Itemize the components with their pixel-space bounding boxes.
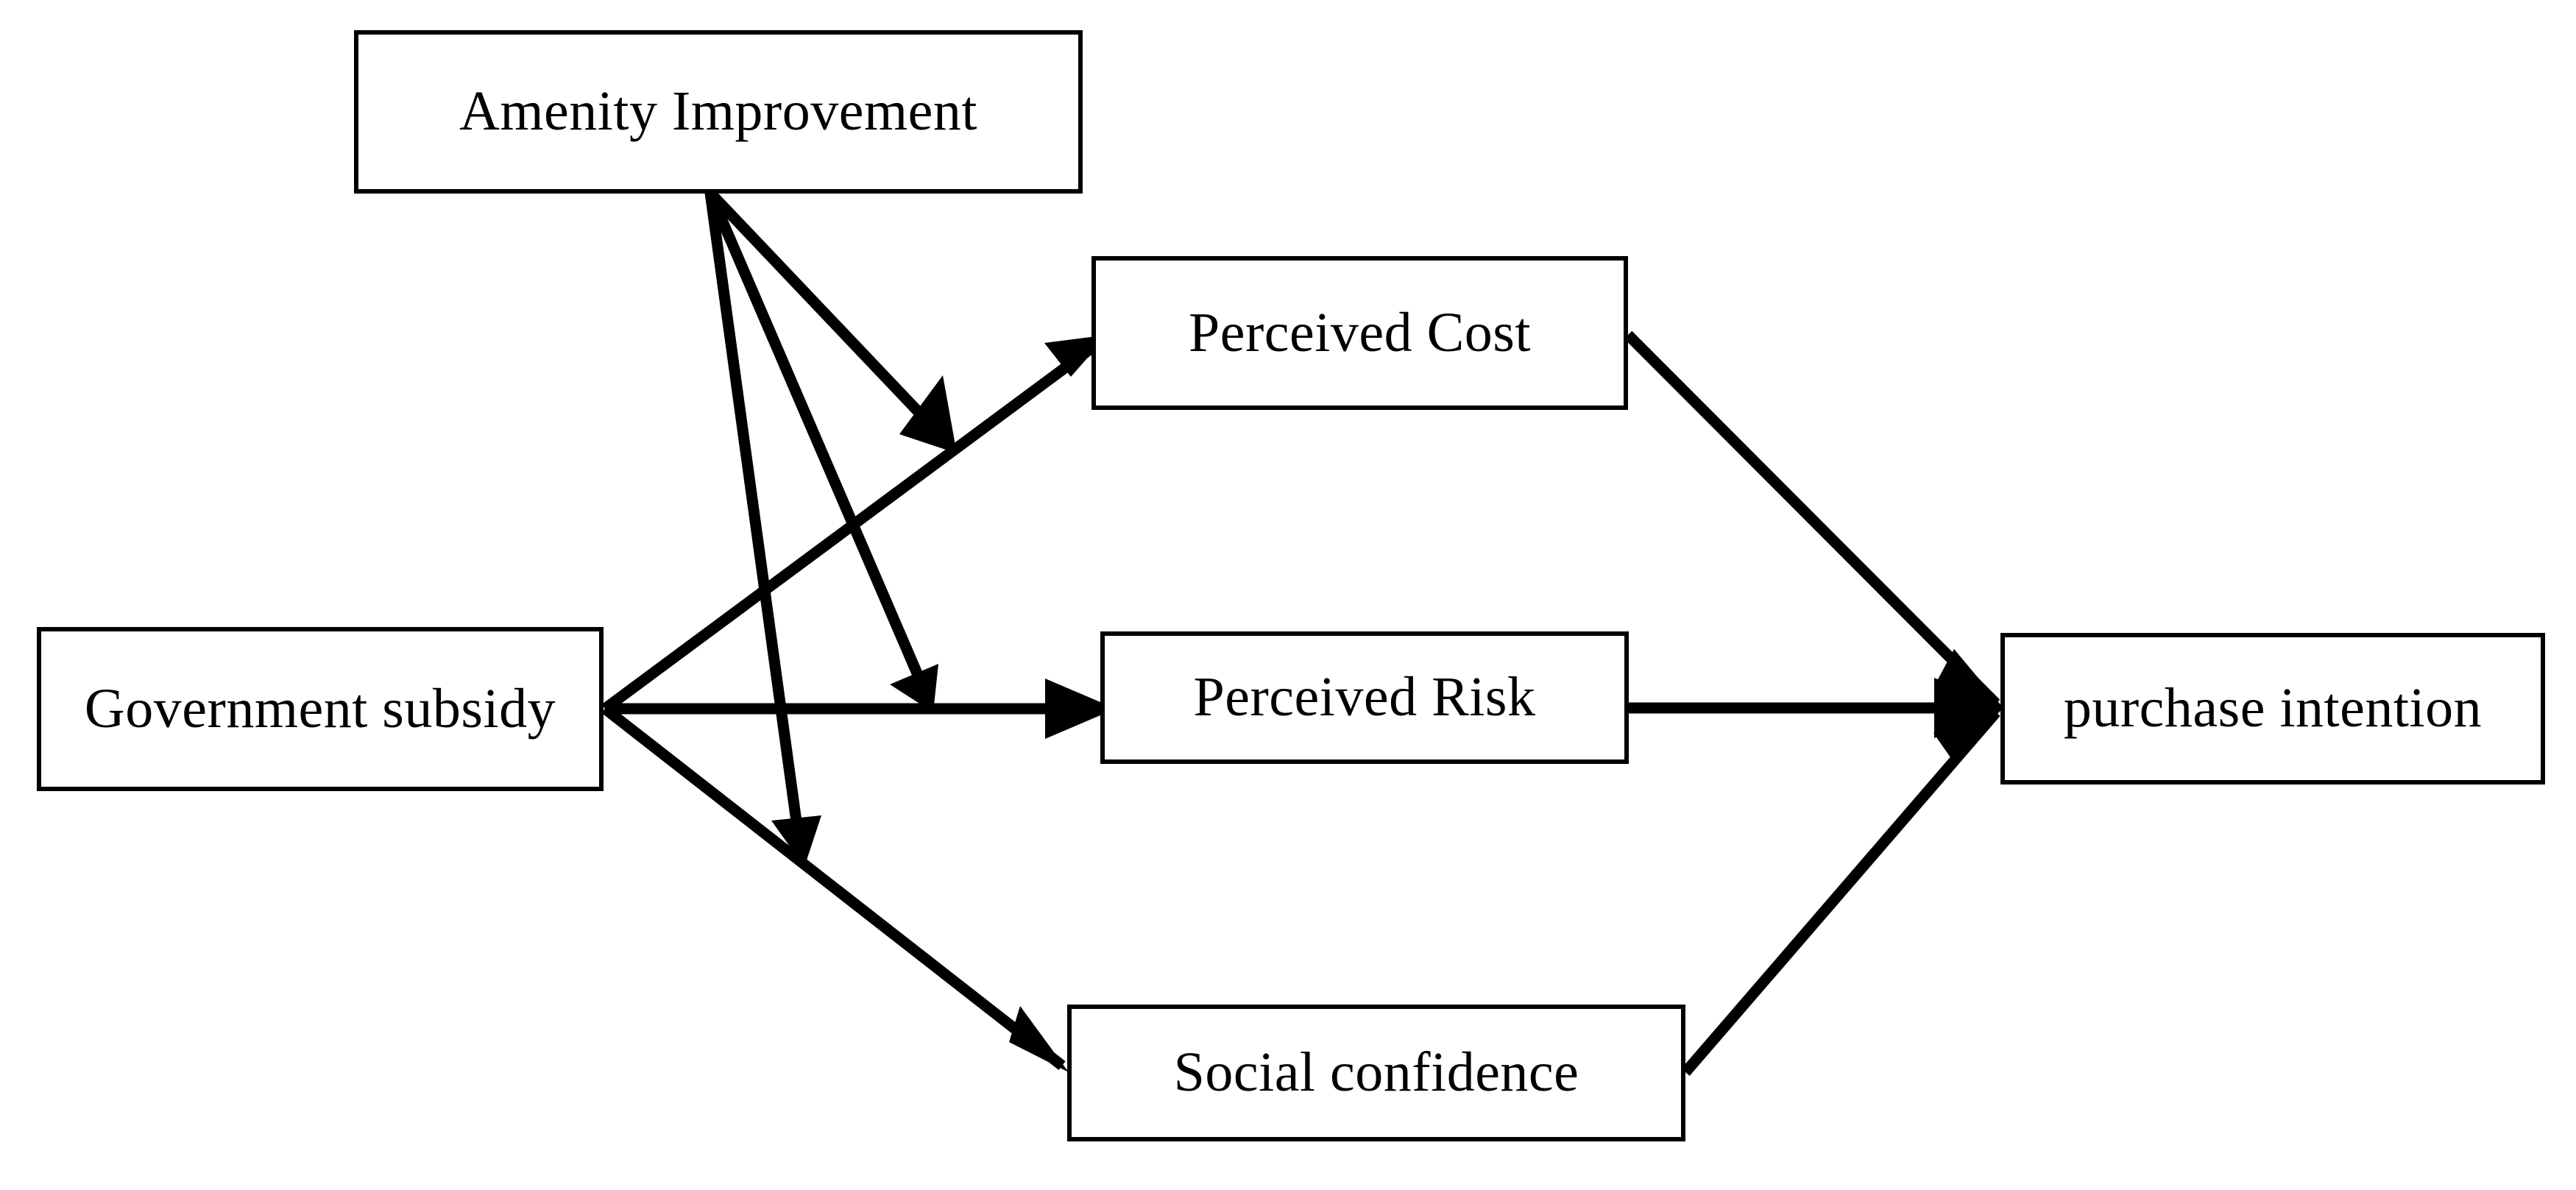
node-label-perceived-cost: Perceived Cost (1188, 301, 1531, 364)
edge-subsidy-to-perceived-risk (605, 679, 1116, 739)
edge-amenity-moderates-subsidy-social (704, 191, 821, 867)
edge-amenity-moderates-subsidy-cost (706, 188, 957, 453)
edge-social-confidence-to-purchase-intention (1681, 708, 2003, 1076)
node-social-confidence[interactable]: Social confidence (1067, 1005, 1685, 1141)
node-perceived-risk[interactable]: Perceived Risk (1100, 631, 1629, 764)
node-label-amenity-improvement: Amenity Improvement (459, 80, 977, 143)
node-perceived-cost[interactable]: Perceived Cost (1091, 256, 1628, 410)
node-amenity-improvement[interactable]: Amenity Improvement (354, 30, 1083, 194)
edge-perceived-cost-to-purchase-intention (1624, 330, 2003, 708)
node-label-purchase-intention: purchase intention (2063, 677, 2483, 740)
node-label-perceived-risk: Perceived Risk (1193, 666, 1536, 729)
node-label-government-subsidy: Government subsidy (84, 677, 556, 740)
edge-amenity-moderates-subsidy-risk (705, 191, 938, 712)
node-label-social-confidence: Social confidence (1173, 1041, 1579, 1104)
node-government-subsidy[interactable]: Government subsidy (37, 627, 604, 791)
node-purchase-intention[interactable]: purchase intention (2000, 633, 2545, 785)
edge-perceived-risk-to-purchase-intention (1629, 678, 2005, 738)
edge-subsidy-to-social-confidence (601, 704, 1069, 1072)
